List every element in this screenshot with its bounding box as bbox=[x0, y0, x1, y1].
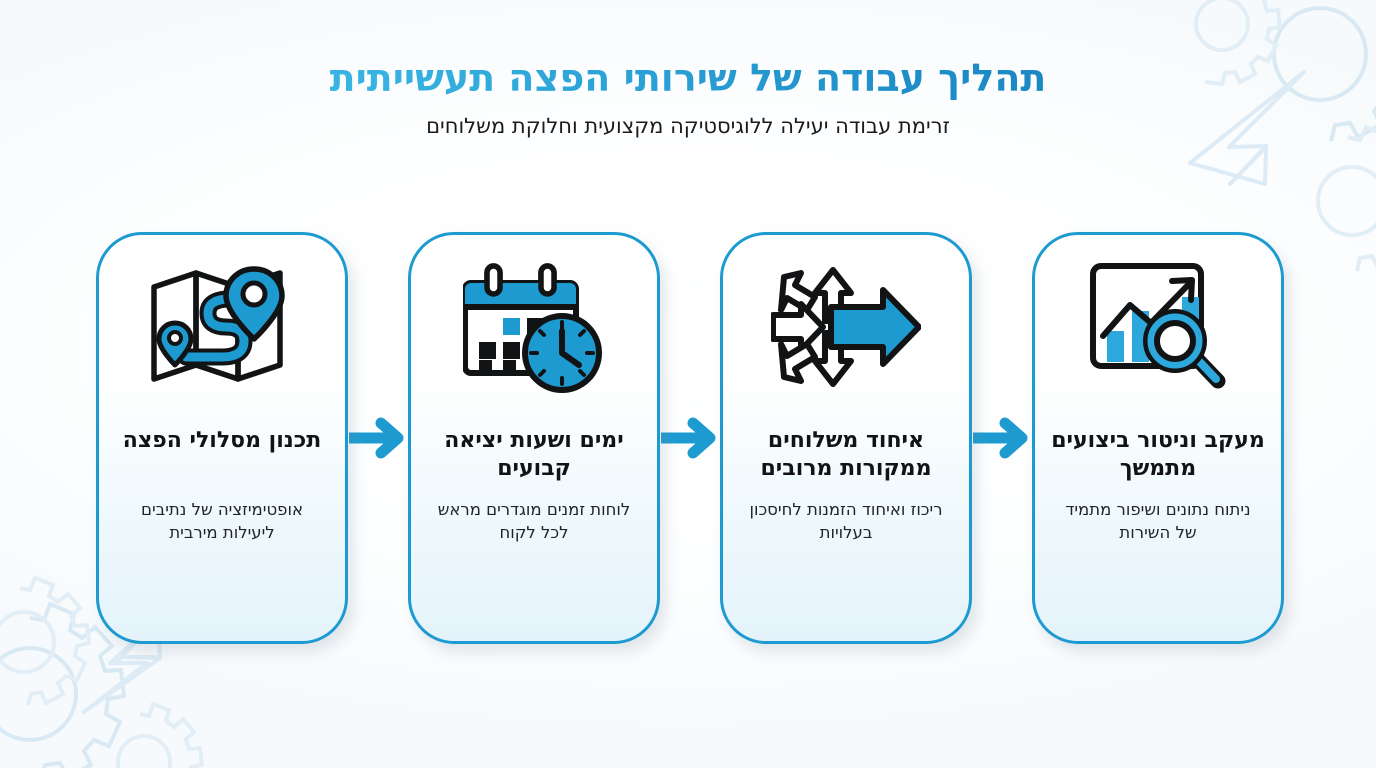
step-description: אופטימיזציה של נתיבים ליעילות מירבית bbox=[141, 500, 303, 542]
arrow-right-icon bbox=[349, 417, 404, 459]
map-route-icon bbox=[99, 235, 345, 405]
step-card-4[interactable]: מעקב וניטור ביצועים מתמשך ניתוח נתונים ו… bbox=[1032, 232, 1284, 644]
calendar-clock-icon bbox=[411, 235, 657, 405]
gear-outline-icon bbox=[0, 575, 92, 706]
step-description: לוחות זמנים מוגדרים מראש לכל לקוח bbox=[437, 500, 631, 542]
step-title: ימים ושעות יציאה קבועים bbox=[444, 428, 624, 482]
step-title: מעקב וניטור ביצועים מתמשך bbox=[1051, 428, 1265, 482]
location-pin-icon bbox=[223, 266, 285, 342]
connector-arrow-2 bbox=[660, 232, 720, 644]
chart-magnifier-icon bbox=[1035, 235, 1281, 405]
page-subtitle: זרימת עבודה יעילה ללוגיסטיקה מקצועית וחל… bbox=[426, 113, 950, 138]
gear-outline-icon bbox=[116, 701, 205, 768]
step-title: איחוד משלוחים ממקורות מרובים bbox=[760, 428, 932, 482]
step-card-3[interactable]: איחוד משלוחים ממקורות מרובים ריכוז ואיחו… bbox=[720, 232, 972, 644]
step-description: ריכוז ואיחוד הזמנות לחיסכון בעלויות bbox=[749, 500, 943, 542]
page-title: תהליך עבודה של שירותי הפצה תעשייתית bbox=[0, 55, 1376, 103]
process-steps-row: תכנון מסלולי הפצה אופטימיזציה של נתיבים … bbox=[96, 232, 1284, 644]
converging-arrows-icon bbox=[723, 235, 969, 405]
arrow-right-icon bbox=[973, 417, 1028, 459]
header: תהליך עבודה של שירותי הפצה תעשייתית זרימ… bbox=[0, 55, 1376, 140]
arrow-right-icon bbox=[661, 417, 716, 459]
location-pin-icon bbox=[156, 320, 194, 368]
step-description: ניתוח נתונים ושיפור מתמיד של השירות bbox=[1065, 500, 1251, 542]
connector-arrow-3 bbox=[972, 232, 1032, 644]
clock-icon bbox=[522, 313, 602, 393]
magnifier-icon bbox=[1143, 309, 1226, 389]
step-title: תכנון מסלולי הפצה bbox=[122, 428, 322, 453]
gear-outline-icon bbox=[1316, 124, 1376, 272]
step-card-1[interactable]: תכנון מסלולי הפצה אופטימיזציה של נתיבים … bbox=[96, 232, 348, 644]
step-card-2[interactable]: ימים ושעות יציאה קבועים לוחות זמנים מוגד… bbox=[408, 232, 660, 644]
connector-arrow-1 bbox=[348, 232, 408, 644]
